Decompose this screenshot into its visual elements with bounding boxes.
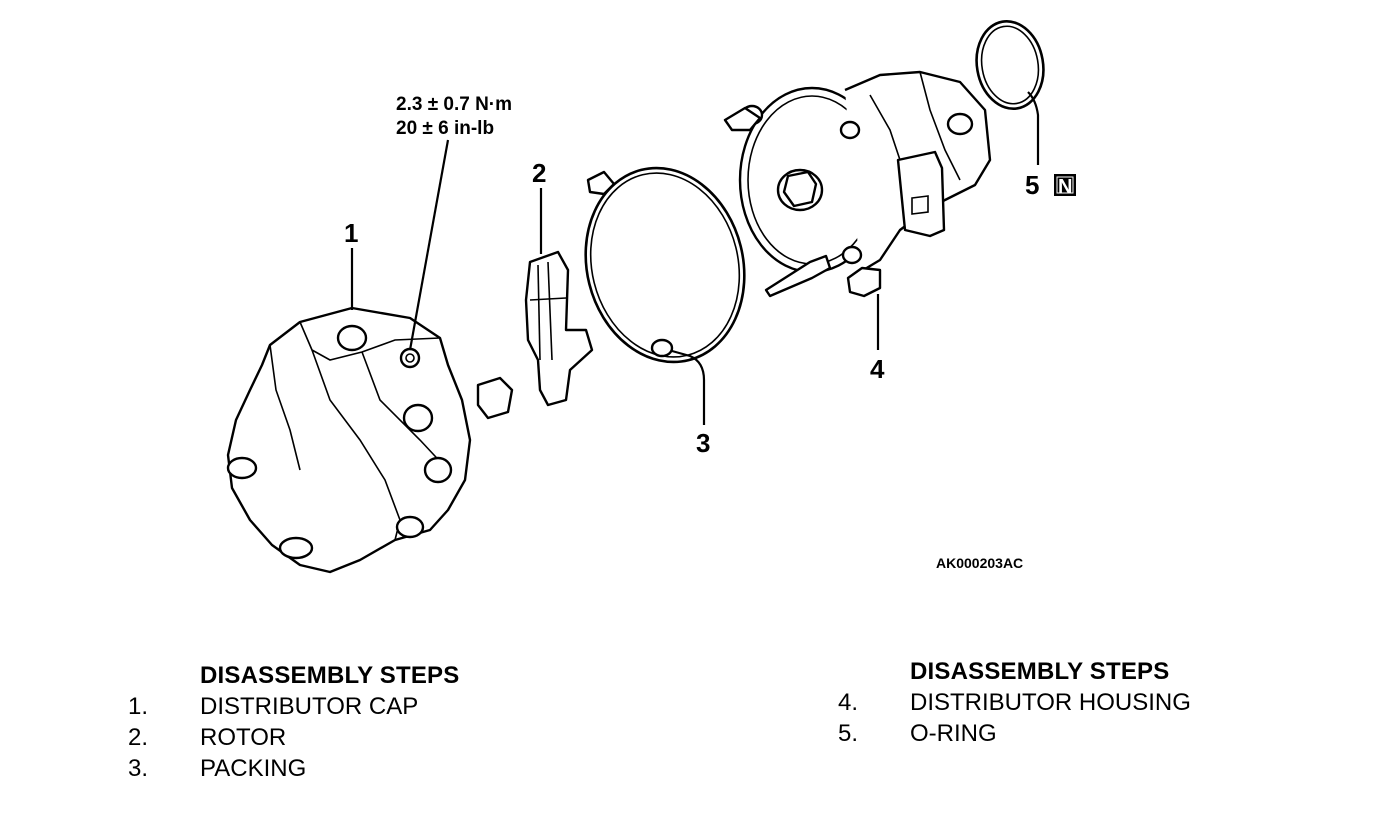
- step-label: DISTRIBUTOR CAP: [200, 693, 419, 720]
- new-part-marker: N: [1054, 174, 1076, 198]
- callout-2: 2: [532, 158, 546, 188]
- rotor: [476, 250, 594, 420]
- callout-1: 1: [344, 218, 358, 248]
- steps-list-left: DISASSEMBLY STEPS 1. DISTRIBUTOR CAP 2. …: [128, 660, 459, 784]
- torque-spec-metric: 2.3 ± 0.7 N·m: [396, 94, 512, 115]
- exploded-view-diagram: 1 2 3 4 5 N 2.3 ± 0.7 N·m 20 ± 6 in-lb A…: [226, 19, 1076, 574]
- steps-header-right: DISASSEMBLY STEPS: [910, 658, 1170, 685]
- callout-5: 5: [1025, 170, 1039, 200]
- step-label: PACKING: [200, 755, 307, 782]
- list-item: 1. DISTRIBUTOR CAP: [128, 691, 459, 722]
- o-ring: [975, 19, 1045, 111]
- steps-header-left: DISASSEMBLY STEPS: [200, 662, 460, 689]
- list-item: 5. O-RING: [838, 718, 1191, 749]
- step-number: 2.: [128, 724, 149, 751]
- distributor-cap: [226, 306, 472, 574]
- list-item: 2. ROTOR: [128, 722, 459, 753]
- distributor-housing: [723, 70, 992, 298]
- step-label: DISTRIBUTOR HOUSING: [910, 689, 1191, 716]
- packing-gasket: [584, 166, 746, 364]
- step-number: 5.: [838, 720, 859, 747]
- list-item: 3. PACKING: [128, 753, 459, 784]
- step-label: O-RING: [910, 720, 997, 747]
- callout-4: 4: [870, 354, 885, 384]
- step-number: 4.: [838, 689, 859, 716]
- steps-list-right: DISASSEMBLY STEPS 4. DISTRIBUTOR HOUSING…: [838, 656, 1191, 749]
- list-item: 4. DISTRIBUTOR HOUSING: [838, 687, 1191, 718]
- figure-id: AK000203AC: [936, 555, 1023, 571]
- step-number: 3.: [128, 755, 149, 782]
- step-number: 1.: [128, 693, 149, 720]
- new-part-marker-label: N: [1058, 176, 1072, 198]
- step-label: ROTOR: [200, 724, 287, 751]
- torque-spec-imperial: 20 ± 6 in-lb: [396, 118, 494, 139]
- leader-lines: [350, 91, 1040, 425]
- callout-3: 3: [696, 428, 710, 458]
